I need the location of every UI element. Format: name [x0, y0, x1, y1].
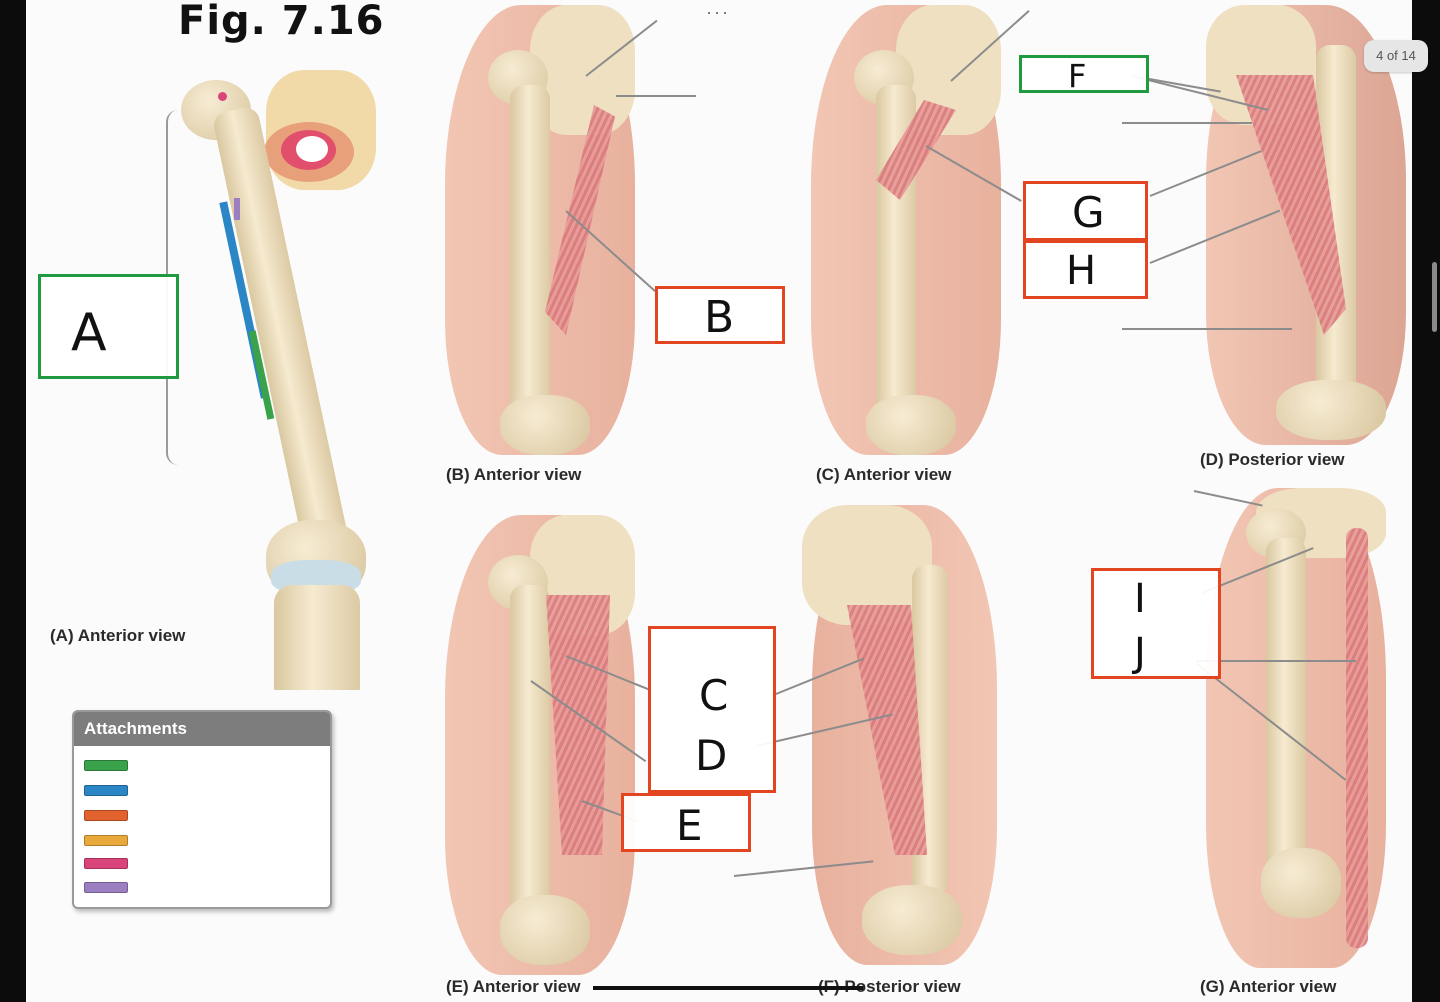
label-box-h[interactable]: H	[1023, 240, 1148, 299]
femur-shaft	[510, 85, 550, 415]
panel-b-illustration	[440, 5, 640, 455]
page-indicator: 4 of 14	[1364, 40, 1428, 72]
left-dark-margin	[0, 0, 26, 1002]
purple-attachment-mark	[234, 198, 240, 220]
tibia	[274, 585, 360, 690]
label-box-b[interactable]: B	[655, 286, 785, 344]
femur-condyles	[862, 885, 962, 955]
label-a-text: A	[71, 303, 107, 363]
scrollbar-thumb[interactable]	[1432, 262, 1437, 332]
label-g-text: G	[1072, 188, 1105, 237]
gracilis-muscle	[1346, 528, 1368, 948]
label-h-text: H	[1066, 248, 1097, 294]
panel-g-illustration	[1206, 488, 1386, 968]
swatch-yellow	[84, 835, 128, 846]
label-j-text: J	[1134, 630, 1146, 676]
leader-line	[1122, 122, 1252, 124]
swatch-purple	[84, 882, 128, 893]
panel-c-illustration	[806, 5, 1006, 455]
caption-d: (D) Posterior view	[1200, 450, 1345, 469]
femur-condyles	[1276, 380, 1386, 440]
caption-a: (A) Anterior view	[50, 626, 186, 645]
femur-condyles	[500, 895, 590, 965]
attachments-legend: Attachments	[72, 710, 332, 909]
label-box-a[interactable]: A	[38, 274, 179, 379]
caption-e: (E) Anterior view	[446, 977, 581, 996]
label-box-cd[interactable]: C D	[648, 626, 776, 793]
femur-condyles	[1261, 848, 1341, 918]
label-b-text: B	[704, 292, 735, 343]
caption-f: (F) Posterior view	[818, 977, 961, 996]
panel-d-illustration	[1206, 5, 1406, 445]
figure-title: Fig. 7.16	[178, 0, 385, 44]
femur-condyles	[866, 395, 956, 455]
label-f-text: F	[1068, 57, 1087, 95]
femur-shaft	[1266, 538, 1306, 878]
leader-line	[616, 95, 696, 97]
label-c-text: C	[699, 671, 729, 720]
leader-line-j	[1196, 660, 1356, 662]
pink-attachment-dot	[218, 92, 227, 101]
swatch-green	[84, 760, 128, 771]
right-dark-margin	[1412, 0, 1440, 1002]
panel-f-illustration	[802, 505, 1002, 965]
attachments-title: Attachments	[74, 712, 330, 746]
label-i-text: I	[1134, 576, 1146, 622]
figure-page: Fig. 7.16 (A) Anterior view Attachments	[26, 0, 1412, 1002]
panel-e-illustration	[440, 515, 640, 975]
page-scrub-bar[interactable]	[593, 986, 863, 990]
label-box-e[interactable]: E	[621, 793, 751, 852]
label-d-text: D	[695, 731, 728, 780]
ellipsis-icon[interactable]: ···	[706, 2, 730, 22]
label-box-ij[interactable]: I J	[1091, 568, 1221, 679]
caption-b: (B) Anterior view	[446, 465, 582, 484]
foramen-opening	[296, 136, 328, 162]
label-e-text: E	[676, 801, 703, 850]
label-box-g[interactable]: G	[1023, 181, 1148, 241]
label-box-f[interactable]: F	[1019, 55, 1149, 93]
swatch-blue	[84, 785, 128, 796]
swatch-pink	[84, 858, 128, 869]
panel-a-femur-illustration	[116, 50, 406, 690]
caption-g: (G) Anterior view	[1200, 977, 1337, 996]
caption-c: (C) Anterior view	[816, 465, 952, 484]
femur-condyles	[500, 395, 590, 455]
swatch-orange	[84, 810, 128, 821]
femur-shaft	[510, 585, 550, 915]
leader-line	[1122, 328, 1292, 330]
